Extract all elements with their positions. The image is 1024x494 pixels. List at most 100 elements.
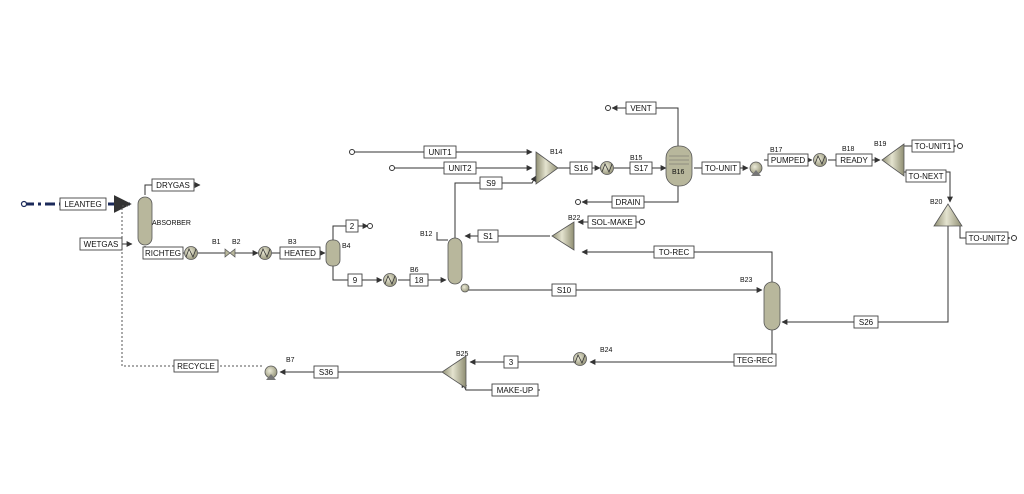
unit2-source-node (389, 165, 395, 171)
stream-label-18-text: 18 (415, 276, 424, 285)
block-label-b1: B1 (212, 239, 221, 246)
b20-splitter-icon[interactable] (933, 203, 963, 227)
stream-label-heated-text: HEATED (284, 249, 316, 258)
stream-label-9[interactable]: 9 (347, 273, 363, 287)
block-label-b12: B12 (420, 231, 433, 238)
stream-label-drygas[interactable]: DRYGAS (151, 178, 195, 192)
b24-heater-icon[interactable] (573, 352, 587, 366)
s26-stream-line (781, 224, 949, 325)
stream-label-richteg[interactable]: RICHTEG (142, 246, 184, 260)
stream-label-leanteg-text: LEANTEG (64, 200, 101, 209)
drain-product-node (575, 199, 581, 205)
block-label-b3: B3 (288, 239, 297, 246)
stream-label-ready[interactable]: READY (835, 153, 873, 167)
stream-label-sol-make[interactable]: SOL-MAKE (587, 215, 637, 229)
block-label-b6: B6 (410, 267, 419, 274)
block-label-b16: B16 (672, 169, 685, 176)
stream-label-unit2[interactable]: UNIT2 (443, 161, 477, 175)
stream-label-18[interactable]: 18 (409, 273, 429, 287)
stream-label-s9[interactable]: S9 (479, 176, 503, 190)
stream-label-9-text: 9 (353, 276, 358, 285)
stream-label-to-rec[interactable]: TO-REC (653, 245, 695, 259)
stream-label-heated[interactable]: HEATED (279, 246, 321, 260)
stream-2-product-node (367, 223, 373, 229)
stream-label-to-unit[interactable]: TO-UNIT (701, 161, 741, 175)
stream-label-s26-text: S26 (859, 318, 874, 327)
stream-label-to-unit2-text: TO-UNIT2 (969, 234, 1006, 243)
block-label-b17: B17 (770, 147, 783, 154)
stream-label-recycle-text: RECYCLE (177, 362, 215, 371)
stream-label-s10[interactable]: S10 (551, 283, 577, 297)
stream-label-s26[interactable]: S26 (853, 315, 879, 329)
b7-pump-icon[interactable] (264, 365, 278, 380)
stream-label-s1-text: S1 (483, 232, 493, 241)
stream-label-2[interactable]: 2 (345, 219, 359, 233)
stream-label-leanteg[interactable]: LEANTEG (59, 197, 107, 211)
stream-label-s17[interactable]: S17 (629, 161, 653, 175)
block-label-b2: B2 (232, 239, 241, 246)
stream-label-vent-text: VENT (630, 104, 651, 113)
b25-mixer-icon[interactable] (441, 355, 467, 389)
block-label-b14: B14 (550, 149, 563, 156)
block-label-absorber: ABSORBER (152, 220, 191, 227)
stream-label-pumped-text: PUMPED (771, 156, 805, 165)
sol-make-source-node (639, 219, 645, 225)
stream-label-to-unit1[interactable]: TO-UNIT1 (911, 139, 955, 153)
stream-label-s16[interactable]: S16 (569, 161, 593, 175)
b18-heater-icon[interactable] (813, 153, 827, 167)
b2-valve-icon[interactable] (224, 248, 236, 258)
block-label-b22: B22 (568, 215, 581, 222)
stream-label-unit2-text: UNIT2 (448, 164, 472, 173)
stream-label-3-text: 3 (509, 358, 514, 367)
stream-label-unit1[interactable]: UNIT1 (423, 145, 457, 159)
block-label-b24: B24 (600, 347, 613, 354)
stream-label-unit1-text: UNIT1 (428, 148, 452, 157)
stream-label-vent[interactable]: VENT (625, 101, 657, 115)
b14-mixer-icon[interactable] (535, 151, 559, 185)
stream-label-s9-text: S9 (486, 179, 496, 188)
to-unit1-product-node (957, 143, 963, 149)
b4-flash-drum[interactable] (325, 239, 341, 267)
b23-column[interactable] (763, 281, 781, 331)
b15-heater-icon[interactable] (600, 161, 614, 175)
b3-heater-icon[interactable] (258, 246, 272, 260)
block-label-b23: B23 (740, 277, 753, 284)
unit1-source-node (349, 149, 355, 155)
b17-pump-icon[interactable] (749, 161, 763, 176)
stream-label-ready-text: READY (840, 156, 868, 165)
stream-label-s16-text: S16 (574, 164, 589, 173)
stream-label-s36-text: S36 (319, 368, 334, 377)
stream-label-sol-make-text: SOL-MAKE (591, 218, 632, 227)
stream-label-s1[interactable]: S1 (477, 229, 499, 243)
stream-label-recycle[interactable]: RECYCLE (173, 359, 219, 373)
b12-distillation-column[interactable] (447, 237, 470, 293)
stream-label-to-unit-text: TO-UNIT (705, 164, 737, 173)
stream-label-to-rec-text: TO-REC (659, 248, 690, 257)
stream-label-wetgas[interactable]: WETGAS (79, 237, 123, 251)
stream-label-teg-rec-text: TEG-REC (737, 356, 773, 365)
b22-mixer-icon[interactable] (551, 221, 575, 251)
to-unit2-product-node (1011, 235, 1017, 241)
b6-heater-icon[interactable] (383, 273, 397, 287)
stream-label-pumped[interactable]: PUMPED (767, 153, 809, 167)
block-label-b18: B18 (842, 146, 855, 153)
stream-label-drain[interactable]: DRAIN (611, 195, 645, 209)
stream-label-drain-text: DRAIN (616, 198, 641, 207)
absorber-column[interactable] (137, 196, 153, 246)
stream-label-2-text: 2 (350, 222, 355, 231)
stream-label-s36[interactable]: S36 (313, 365, 339, 379)
stream-label-make-up[interactable]: MAKE-UP (491, 383, 539, 397)
stream-label-to-next[interactable]: TO-NEXT (905, 169, 947, 183)
b19-splitter-icon[interactable] (881, 143, 905, 177)
b1-heater-icon[interactable] (184, 246, 198, 260)
stream-label-drygas-text: DRYGAS (156, 181, 190, 190)
b16-vessel[interactable] (665, 145, 693, 187)
stream-label-3[interactable]: 3 (503, 355, 519, 369)
stream-label-to-unit2[interactable]: TO-UNIT2 (965, 231, 1009, 245)
stream-label-richteg-text: RICHTEG (145, 249, 181, 258)
stream-9-line (332, 266, 383, 283)
stream-label-s10-text: S10 (557, 286, 572, 295)
stream-label-teg-rec[interactable]: TEG-REC (733, 353, 777, 367)
b12-feed-line (436, 232, 448, 241)
